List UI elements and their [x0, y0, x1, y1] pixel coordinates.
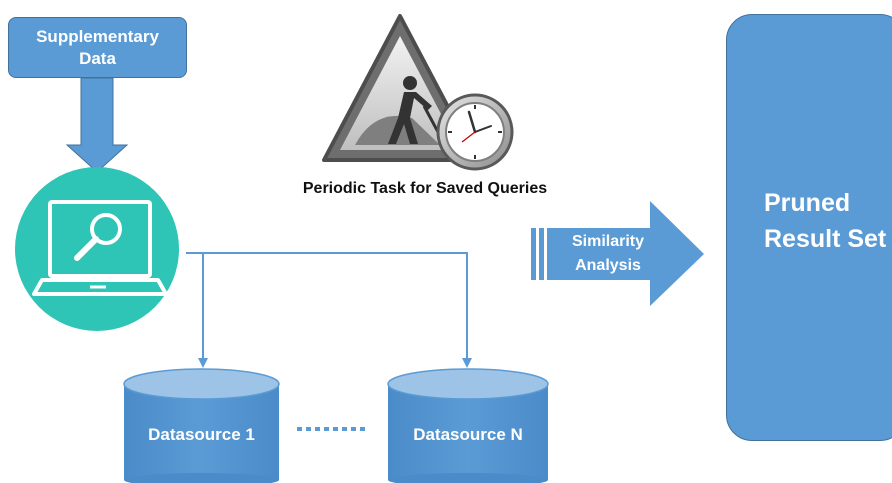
similarity-analysis-label: Similarity Analysis — [550, 230, 666, 278]
result-label-line2: Result Set — [764, 224, 887, 253]
supplementary-data-box: Supplementary Data — [8, 17, 187, 78]
similarity-label-line2: Analysis — [575, 257, 641, 274]
pruned-result-set-box: Pruned Result Set — [726, 14, 892, 441]
datasource-n-label: Datasource N — [413, 425, 523, 444]
construction-warning-sign-with-clock-icon — [322, 14, 514, 171]
similarity-label-line1: Similarity — [571, 233, 645, 250]
supplementary-label-line2: Data — [79, 48, 116, 68]
periodic-task-label: Periodic Task for Saved Queries — [302, 180, 548, 197]
datasource-1-label: Datasource 1 — [148, 425, 255, 444]
laptop-search-icon — [15, 167, 179, 331]
datasource-n-cylinder — [387, 368, 549, 483]
similarity-arrow — [531, 201, 704, 306]
supplementary-label-line1: Supplementary — [36, 26, 159, 46]
connector-lines — [186, 252, 472, 368]
down-arrow — [65, 77, 129, 173]
result-label-line1: Pruned — [764, 188, 851, 217]
datasource-1-cylinder — [123, 368, 280, 483]
